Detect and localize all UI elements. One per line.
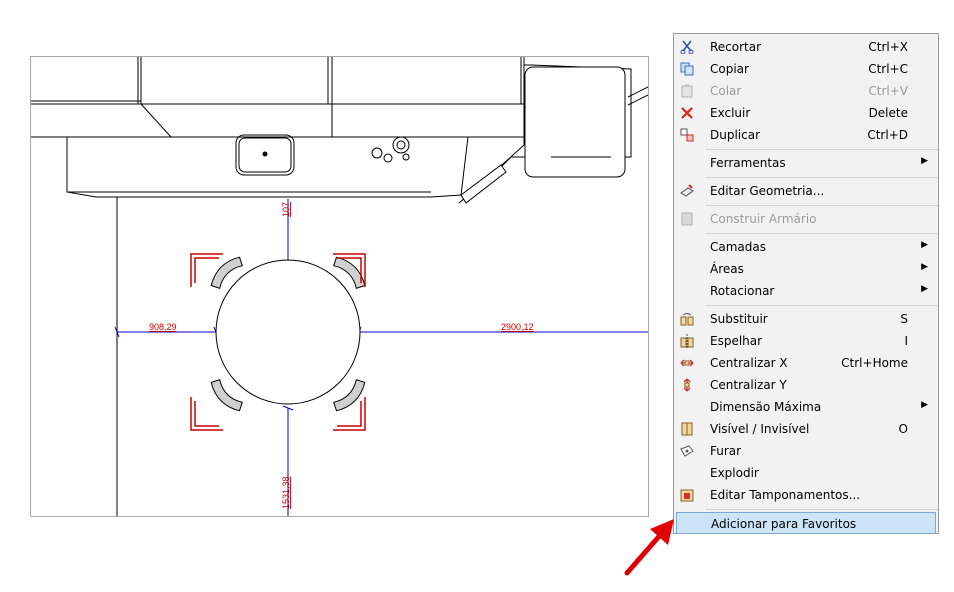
- menu-item-editar-tamponamentos[interactable]: Editar Tamponamentos...: [676, 484, 936, 506]
- menu-label: Camadas: [710, 240, 766, 254]
- menu-shortcut: Delete: [868, 106, 908, 120]
- duplicate-icon: [679, 127, 695, 143]
- menu-separator: [706, 177, 938, 178]
- menu-item-espelhar[interactable]: Espelhar I: [676, 330, 936, 352]
- menu-label: Rotacionar: [710, 284, 775, 298]
- menu-item-excluir[interactable]: Excluir Delete: [676, 102, 936, 124]
- corner-unit: [458, 64, 648, 204]
- menu-shortcut: S: [900, 312, 908, 326]
- menu-label: Furar: [710, 444, 742, 458]
- menu-item-explodir[interactable]: Explodir: [676, 462, 936, 484]
- menu-item-recortar[interactable]: Recortar Ctrl+X: [676, 36, 936, 58]
- floor-plan: 107 908,29 2900,12 1531,38: [31, 57, 648, 516]
- drawing-canvas[interactable]: 107 908,29 2900,12 1531,38: [30, 56, 649, 517]
- menu-item-centralizar-x[interactable]: Centralizar X Ctrl+Home: [676, 352, 936, 374]
- edit-geometry-icon: [679, 183, 695, 199]
- menu-label: Áreas: [710, 262, 744, 276]
- menu-item-editar-geometria[interactable]: Editar Geometria...: [676, 180, 936, 202]
- menu-item-visivel-invisivel[interactable]: Visível / Invisível O: [676, 418, 936, 440]
- submenu-arrow-icon: ▶: [921, 240, 928, 250]
- menu-label: Espelhar: [710, 334, 763, 348]
- menu-shortcut: I: [904, 334, 908, 348]
- submenu-arrow-icon: ▶: [921, 400, 928, 410]
- visibility-icon: [679, 421, 695, 437]
- drill-icon: [679, 443, 695, 459]
- menu-shortcut: Ctrl+C: [868, 62, 908, 76]
- menu-label: Excluir: [710, 106, 751, 120]
- delete-icon: [679, 105, 695, 121]
- selection-brackets: [190, 253, 366, 431]
- menu-label: Copiar: [710, 62, 749, 76]
- edge-cover-icon: [679, 487, 695, 503]
- menu-item-centralizar-y[interactable]: Centralizar Y: [676, 374, 936, 396]
- copy-icon: [679, 61, 695, 77]
- menu-separator: [706, 233, 938, 234]
- substitute-icon: [679, 311, 695, 327]
- menu-item-ferramentas[interactable]: Ferramentas ▶: [676, 152, 936, 174]
- scissors-icon: [679, 39, 695, 55]
- menu-label: Centralizar X: [710, 356, 788, 370]
- center-x-icon: [679, 355, 695, 371]
- menu-item-rotacionar[interactable]: Rotacionar ▶: [676, 280, 936, 302]
- menu-label: Duplicar: [710, 128, 761, 142]
- cabinet-icon: [679, 211, 695, 227]
- menu-item-construir-armario[interactable]: Construir Armário: [676, 208, 936, 230]
- menu-label: Ferramentas: [710, 156, 786, 170]
- menu-separator: [706, 205, 938, 206]
- dimension-left: 908,29: [149, 322, 177, 332]
- chairs[interactable]: [207, 253, 369, 415]
- menu-item-duplicar[interactable]: Duplicar Ctrl+D: [676, 124, 936, 146]
- menu-shortcut: Ctrl+X: [868, 40, 908, 54]
- menu-item-camadas[interactable]: Camadas ▶: [676, 236, 936, 258]
- menu-item-copiar[interactable]: Copiar Ctrl+C: [676, 58, 936, 80]
- menu-separator: [706, 305, 938, 306]
- menu-item-colar[interactable]: Colar Ctrl+V: [676, 80, 936, 102]
- menu-label: Colar: [710, 84, 742, 98]
- menu-separator: [706, 149, 938, 150]
- menu-shortcut: O: [898, 422, 908, 436]
- dimension-top: 107: [281, 202, 291, 217]
- annotation-arrow-icon: [624, 519, 674, 576]
- dimension-right: 2900,12: [501, 322, 534, 332]
- menu-label: Construir Armário: [710, 212, 817, 226]
- dimension-bottom: 1531,38: [281, 476, 291, 509]
- menu-label: Adicionar para Favoritos: [711, 517, 857, 531]
- menu-label: Explodir: [710, 466, 759, 480]
- counter: [66, 134, 469, 198]
- menu-label: Substituir: [710, 312, 768, 326]
- menu-shortcut: Ctrl+Home: [841, 356, 908, 370]
- menu-item-furar[interactable]: Furar: [676, 440, 936, 462]
- menu-label: Dimensão Máxima: [710, 400, 822, 414]
- menu-item-areas[interactable]: Áreas ▶: [676, 258, 936, 280]
- menu-shortcut: Ctrl+D: [867, 128, 908, 142]
- menu-label: Editar Tamponamentos...: [710, 488, 861, 502]
- menu-item-dimensao-maxima[interactable]: Dimensão Máxima ▶: [676, 396, 936, 418]
- menu-label: Centralizar Y: [710, 378, 787, 392]
- dimension-lines: [114, 199, 648, 516]
- submenu-arrow-icon: ▶: [921, 284, 928, 294]
- center-y-icon: [679, 377, 695, 393]
- paste-icon: [679, 83, 695, 99]
- menu-separator: [706, 509, 938, 510]
- context-menu: Recortar Ctrl+X Copiar Ctrl+C Colar Ctrl…: [673, 33, 939, 534]
- menu-label: Recortar: [710, 40, 762, 54]
- submenu-arrow-icon: ▶: [921, 156, 928, 166]
- menu-item-adicionar-favoritos[interactable]: Adicionar para Favoritos: [676, 512, 936, 534]
- round-table[interactable]: [215, 259, 361, 405]
- menu-shortcut: Ctrl+V: [868, 84, 908, 98]
- submenu-arrow-icon: ▶: [921, 262, 928, 272]
- mirror-icon: [679, 333, 695, 349]
- menu-label: Editar Geometria...: [710, 184, 825, 198]
- menu-item-substituir[interactable]: Substituir S: [676, 308, 936, 330]
- menu-label: Visível / Invisível: [710, 422, 810, 436]
- upper-cabinets: [31, 57, 525, 138]
